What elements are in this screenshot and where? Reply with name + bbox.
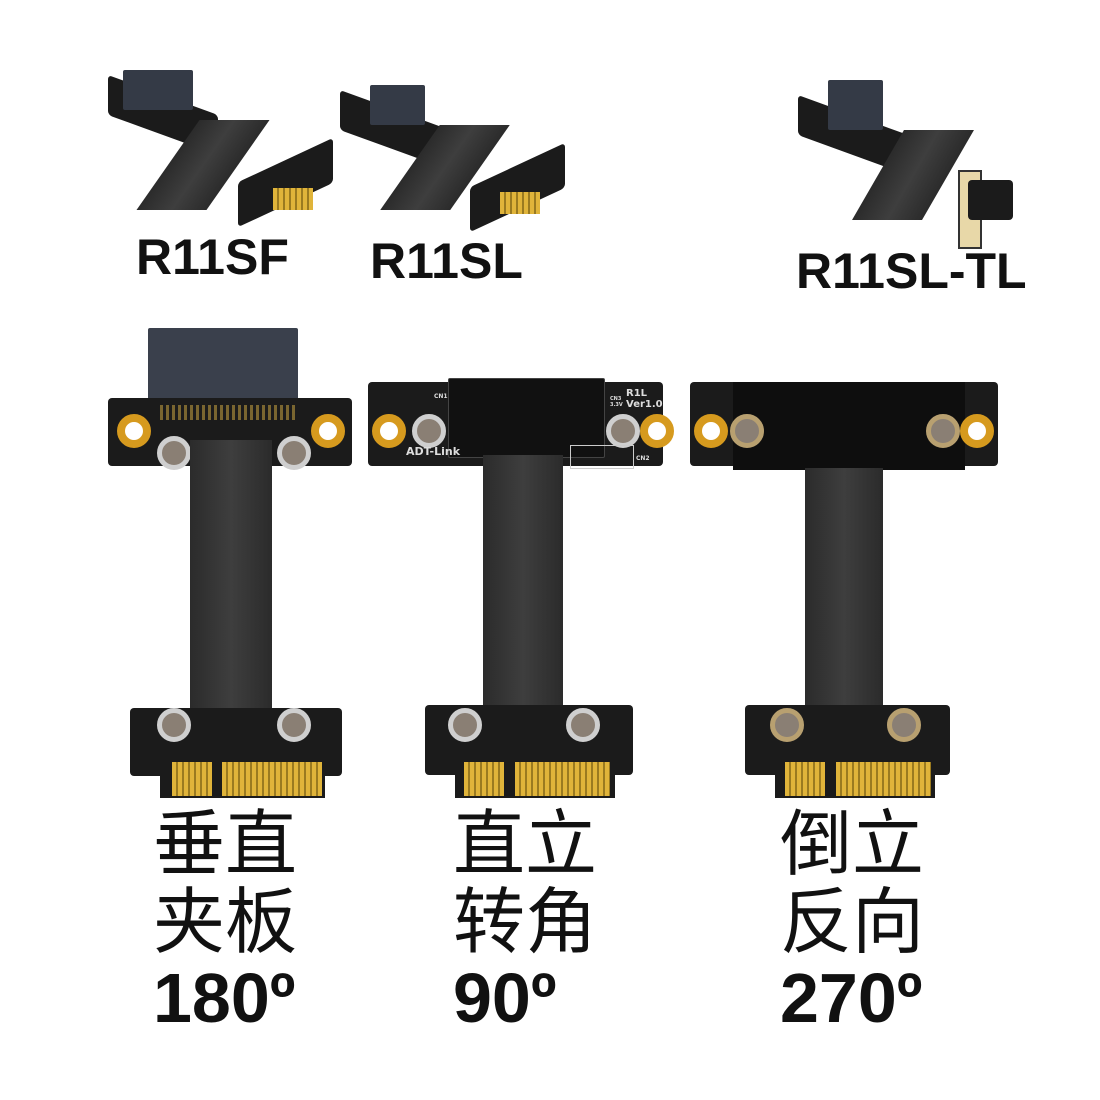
thumbnail-r11sl-tl bbox=[798, 70, 1033, 249]
board-label-cn2: CN2 bbox=[636, 455, 650, 462]
caption-line2-r11sl-tl: 反向 bbox=[780, 880, 925, 964]
thumbnail-r11sf bbox=[108, 70, 333, 228]
model-label-r11sf: R11SF bbox=[136, 229, 289, 285]
model-label-r11sl-tl: R11SL-TL bbox=[796, 243, 1027, 299]
caption-line2-r11sl: 转角 bbox=[453, 880, 598, 964]
model-label-r11sl: R11SL bbox=[370, 233, 523, 289]
board-label-cn1: CN1 bbox=[434, 393, 448, 400]
board-label-cn3: CN3 3.3V bbox=[610, 396, 623, 408]
angle-r11sf: 180º bbox=[153, 959, 296, 1037]
caption-line1-r11sl: 直立 bbox=[453, 802, 598, 886]
board-brand: ADT-Link bbox=[406, 445, 461, 458]
thumbnail-r11sl bbox=[340, 70, 565, 233]
angle-r11sl: 90º bbox=[453, 959, 557, 1037]
angle-r11sl-tl: 270º bbox=[780, 959, 923, 1037]
caption-line2-r11sf: 夹板 bbox=[153, 880, 298, 964]
caption-line1-r11sl-tl: 倒立 bbox=[780, 802, 925, 886]
caption-line1-r11sf: 垂直 bbox=[153, 802, 298, 886]
board-version: R1L Ver1.0 bbox=[626, 388, 663, 410]
